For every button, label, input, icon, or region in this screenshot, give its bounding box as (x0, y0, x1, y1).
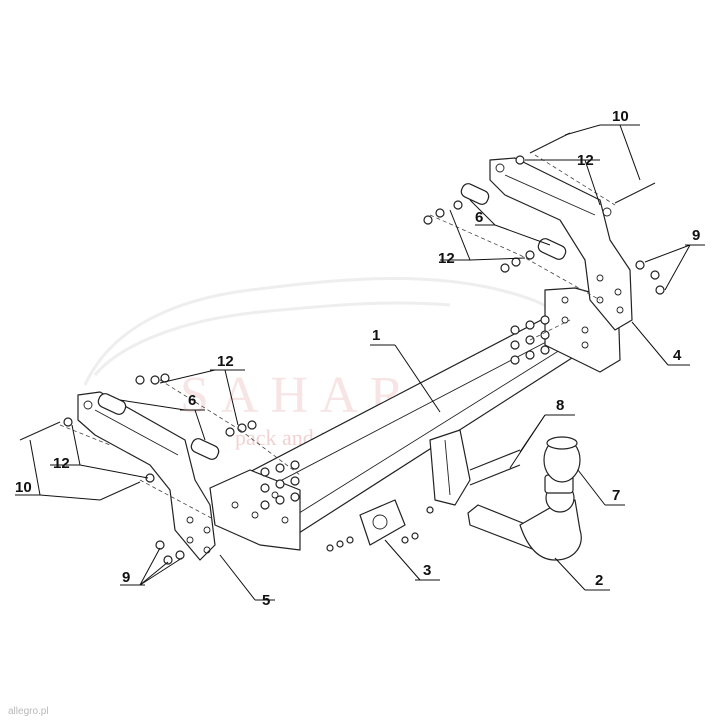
label-part-7: 7 (612, 487, 620, 504)
alignment-lines (59, 154, 616, 521)
leader-lines (15, 124, 705, 601)
ball-cover (543, 436, 581, 483)
label-part-5: 5 (262, 592, 270, 609)
label-part-3: 3 (423, 562, 431, 579)
label-part-6-right: 6 (475, 209, 483, 226)
label-part-10-left: 10 (15, 479, 32, 496)
label-part-12-right-top: 12 (577, 152, 594, 169)
label-part-1: 1 (372, 327, 380, 344)
nut-washer-clusters (63, 155, 665, 565)
bolts-long (19, 132, 656, 501)
label-part-2: 2 (595, 572, 603, 589)
label-part-6-left: 6 (188, 392, 196, 409)
left-crossbar-bracket (209, 469, 301, 551)
part-labels: 1 2 3 4 5 6 6 7 8 9 9 10 10 12 12 12 12 (15, 108, 700, 609)
label-part-9-right: 9 (692, 227, 700, 244)
mount-bolts (469, 449, 521, 486)
socket-plate (359, 429, 471, 546)
ball-mount (467, 474, 582, 561)
label-part-8: 8 (556, 397, 564, 414)
footer-watermark: allegro.pl (8, 706, 49, 717)
label-part-12-left-top: 12 (217, 353, 234, 370)
spacer-tubes (97, 183, 567, 460)
label-part-10-right: 10 (612, 108, 629, 125)
right-side-arm (489, 157, 633, 331)
left-side-arm (77, 391, 216, 561)
label-part-12-right-bottom: 12 (438, 250, 455, 267)
label-part-9-left: 9 (122, 569, 130, 586)
label-part-4: 4 (673, 347, 682, 364)
label-part-12-left-bottom: 12 (53, 455, 70, 472)
